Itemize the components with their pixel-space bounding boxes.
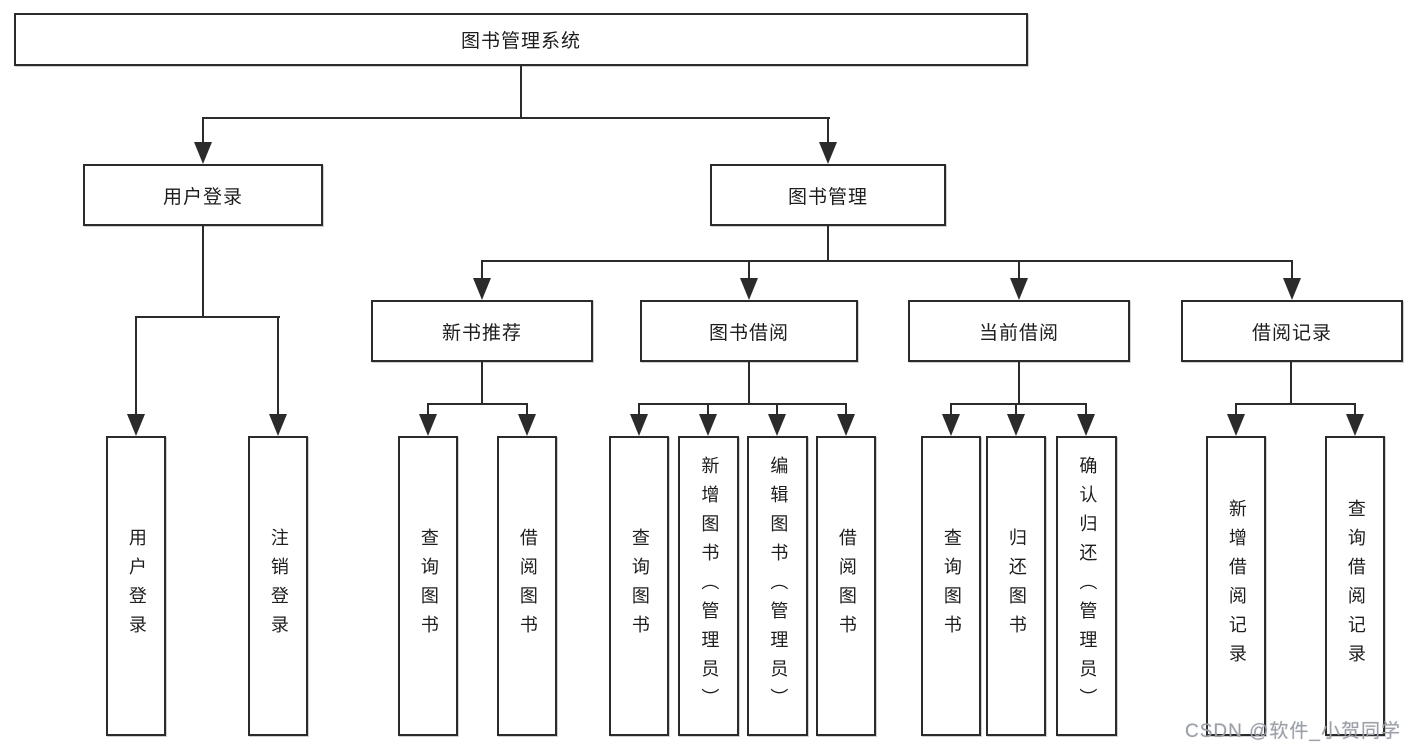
node-user-login: 用户登录 [83, 164, 323, 226]
leaf-label: 查询图书 [418, 528, 439, 644]
leaf-add-books-admin: 新增图书（管理员） [678, 436, 739, 736]
connector-arrowhead [1227, 414, 1245, 436]
leaf-edit-books-admin: 编辑图书（管理员） [747, 436, 808, 736]
leaf-label: 确认归还（管理员） [1077, 455, 1098, 717]
leaf-label: 编辑图书（管理员） [768, 455, 789, 717]
watermark: CSDN @软件_小贺同学 [1185, 721, 1401, 742]
node-new-book-recommendation: 新书推荐 [371, 300, 593, 362]
connector-line [202, 117, 204, 145]
connector-line [481, 260, 1293, 262]
connector-line [277, 316, 279, 416]
connector-arrowhead [518, 414, 536, 436]
connector-line [1235, 403, 1356, 405]
node-library-management-system: 图书管理系统 [14, 13, 1028, 66]
connector-arrowhead [419, 414, 437, 436]
leaf-borrow-books: 借阅图书 [816, 436, 876, 736]
connector-arrowhead [942, 414, 960, 436]
leaf-label: 用户登录 [126, 528, 147, 644]
connector-line [638, 403, 640, 417]
connector-line [481, 362, 483, 405]
connector-line [481, 260, 483, 280]
connector-line [1085, 403, 1087, 417]
leaf-search-borrow-record: 查询借阅记录 [1325, 436, 1385, 736]
connector-arrowhead [699, 414, 717, 436]
leaf-user-login: 用户登录 [106, 436, 166, 736]
connector-arrowhead [1346, 414, 1364, 436]
connector-arrowhead [1283, 278, 1301, 300]
connector-line [1291, 260, 1293, 280]
node-current-borrowing: 当前借阅 [908, 300, 1130, 362]
connector-arrowhead [127, 414, 145, 436]
connector-line [827, 117, 829, 145]
connector-line [707, 403, 709, 417]
leaf-search-books-borrowing: 查询图书 [609, 436, 669, 736]
connector-line [1015, 403, 1017, 417]
connector-line [950, 403, 1087, 405]
leaf-search-books-recommend: 查询图书 [398, 436, 458, 736]
connector-line [526, 403, 528, 417]
leaf-label: 新增图书（管理员） [699, 455, 720, 717]
connector-arrowhead [1010, 278, 1028, 300]
leaf-confirm-return-admin: 确认归还（管理员） [1056, 436, 1117, 736]
connector-line [135, 316, 280, 318]
leaf-label: 归还图书 [1006, 528, 1027, 644]
connector-line [748, 260, 750, 280]
connector-arrowhead [1077, 414, 1095, 436]
connector-arrowhead [768, 414, 786, 436]
connector-arrowhead [837, 414, 855, 436]
connector-line [1290, 362, 1292, 405]
connector-arrowhead [630, 414, 648, 436]
connector-arrowhead [819, 142, 837, 164]
leaf-label: 查询图书 [941, 528, 962, 644]
connector-arrowhead [740, 278, 758, 300]
leaf-label: 查询图书 [629, 528, 650, 644]
connector-line [638, 403, 847, 405]
connector-line [776, 403, 778, 417]
connector-line [1354, 403, 1356, 417]
connector-arrowhead [194, 142, 212, 164]
connector-line [950, 403, 952, 417]
connector-arrowhead [269, 414, 287, 436]
connector-line [748, 362, 750, 405]
connector-arrowhead [473, 278, 491, 300]
node-book-borrowing: 图书借阅 [640, 300, 858, 362]
leaf-label: 新增借阅记录 [1226, 499, 1247, 673]
connector-line [520, 66, 522, 118]
leaf-label: 注销登录 [268, 528, 289, 644]
connector-line [1235, 403, 1237, 417]
node-borrowing-records: 借阅记录 [1181, 300, 1403, 362]
leaf-return-books: 归还图书 [986, 436, 1046, 736]
leaf-borrow-books-recommend: 借阅图书 [497, 436, 557, 736]
connector-line [427, 403, 429, 417]
connector-line [202, 117, 830, 119]
node-book-management: 图书管理 [710, 164, 946, 226]
connector-line [1018, 260, 1020, 280]
connector-line [427, 403, 528, 405]
leaf-label: 借阅图书 [836, 528, 857, 644]
leaf-label: 查询借阅记录 [1345, 499, 1366, 673]
leaf-add-borrow-record: 新增借阅记录 [1206, 436, 1266, 736]
leaf-label: 借阅图书 [517, 528, 538, 644]
connector-arrowhead [1007, 414, 1025, 436]
connector-line [827, 226, 829, 262]
leaf-logout: 注销登录 [248, 436, 308, 736]
connector-line [1018, 362, 1020, 405]
connector-line [202, 226, 204, 318]
connector-line [135, 316, 137, 416]
connector-line [845, 403, 847, 417]
leaf-search-books-current: 查询图书 [921, 436, 981, 736]
